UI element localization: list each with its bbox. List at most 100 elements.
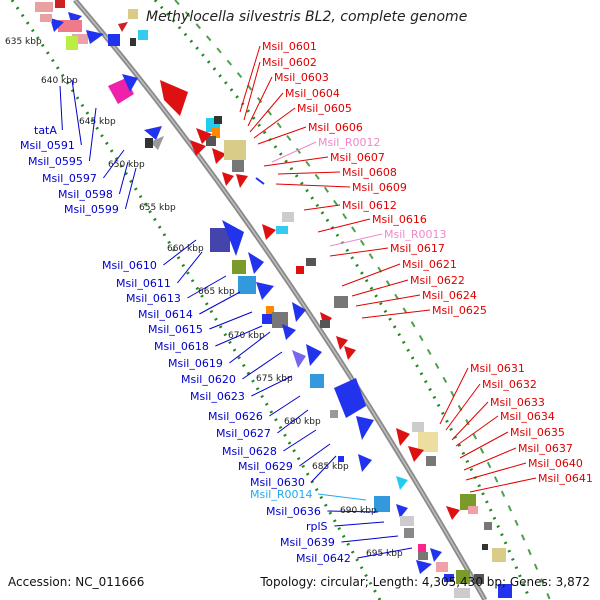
gene-label: Msil_0597 bbox=[42, 172, 97, 185]
gene-glyph bbox=[444, 574, 454, 582]
gene-label: Msil_0620 bbox=[181, 373, 236, 386]
gene-glyph bbox=[484, 522, 492, 530]
gene-glyph bbox=[212, 128, 220, 138]
gene-label: Msil_0609 bbox=[352, 181, 407, 194]
gene-glyph bbox=[282, 212, 294, 222]
gene-label: Msil_0599 bbox=[64, 203, 119, 216]
label-leader-line bbox=[124, 167, 137, 210]
gene-glyph bbox=[396, 428, 410, 446]
gene-label: Msil_0601 bbox=[262, 40, 317, 53]
gene-glyph bbox=[416, 560, 432, 574]
gene-label: Msil_0604 bbox=[285, 87, 340, 100]
label-leader-line bbox=[253, 107, 296, 139]
label-leader-line bbox=[187, 275, 227, 299]
label-leader-line bbox=[269, 395, 301, 417]
gene-glyph bbox=[190, 140, 206, 156]
outer-dashed-guide bbox=[174, 0, 551, 600]
gene-glyph bbox=[222, 220, 244, 256]
gene-label: Msil_R0012 bbox=[318, 136, 380, 149]
gene-glyph bbox=[276, 226, 288, 234]
label-leader-line bbox=[163, 239, 197, 266]
label-leader-line bbox=[283, 429, 317, 452]
gene-glyph bbox=[266, 306, 274, 314]
label-leader-line bbox=[257, 126, 307, 145]
label-leader-line bbox=[102, 149, 125, 179]
gene-glyph bbox=[336, 336, 348, 350]
label-leader-line bbox=[439, 367, 469, 425]
gene-label: Msil_0617 bbox=[390, 242, 445, 255]
gene-glyph bbox=[35, 2, 53, 12]
gene-glyph bbox=[255, 177, 265, 185]
gene-label: Msil_0603 bbox=[274, 71, 329, 84]
gene-glyph bbox=[256, 282, 274, 300]
gene-label: Msil_0610 bbox=[102, 259, 157, 272]
gene-glyph bbox=[408, 446, 424, 462]
gene-label: Msil_0595 bbox=[28, 155, 83, 168]
gene-glyph bbox=[150, 136, 164, 150]
gene-label: Msil_0627 bbox=[216, 427, 271, 440]
gene-glyph bbox=[144, 126, 162, 140]
gene-glyph bbox=[138, 30, 148, 40]
gene-glyph bbox=[498, 584, 512, 598]
gene-glyph bbox=[128, 9, 138, 19]
gene-glyph bbox=[50, 18, 64, 32]
label-leaders bbox=[59, 45, 537, 559]
gene-label: Msil_0634 bbox=[500, 410, 555, 423]
label-leader-line bbox=[455, 415, 499, 447]
label-leader-line bbox=[317, 493, 367, 501]
label-leader-line bbox=[71, 79, 82, 146]
gene-glyph bbox=[334, 296, 348, 308]
gene-label: Msil_0632 bbox=[482, 378, 537, 391]
gene-glyph bbox=[130, 38, 136, 46]
kbp-tick-label: 655 kbp bbox=[139, 203, 176, 213]
gene-glyph bbox=[404, 528, 414, 538]
gene-label: Msil_0630 bbox=[250, 476, 305, 489]
label-leader-line bbox=[199, 291, 241, 315]
label-leader-line bbox=[327, 510, 379, 513]
label-leader-line bbox=[209, 311, 253, 330]
kbp-tick-label: 645 kbp bbox=[79, 117, 116, 127]
gene-label: Msil_0641 bbox=[538, 472, 593, 485]
gene-label: Msil_0640 bbox=[528, 457, 583, 470]
gene-glyph bbox=[40, 14, 52, 22]
gene-label: Msil_0625 bbox=[432, 304, 487, 317]
gene-glyphs bbox=[35, 0, 512, 598]
gene-glyph bbox=[426, 456, 436, 466]
label-leader-line bbox=[459, 431, 509, 459]
gene-glyph bbox=[356, 416, 374, 440]
label-leader-line bbox=[445, 383, 481, 431]
gene-glyph bbox=[196, 128, 212, 144]
gene-glyph bbox=[72, 34, 88, 44]
gene-glyph bbox=[446, 506, 460, 520]
gene-glyph bbox=[474, 574, 484, 584]
gene-glyph bbox=[374, 496, 390, 512]
gene-glyph bbox=[66, 36, 78, 50]
gene-glyph bbox=[86, 30, 104, 44]
gene-glyph bbox=[306, 258, 316, 266]
gene-label: Msil_0611 bbox=[116, 277, 171, 290]
gene-label: Msil_0637 bbox=[518, 442, 573, 455]
gene-glyph bbox=[456, 570, 470, 584]
gene-label: Msil_0614 bbox=[138, 308, 193, 321]
label-leader-line bbox=[263, 156, 329, 167]
gene-label: Msil_0598 bbox=[58, 188, 113, 201]
kbp-tick-label: 670 kbp bbox=[228, 331, 265, 341]
gene-glyph bbox=[232, 160, 244, 172]
label-leader-line bbox=[239, 45, 261, 113]
gene-glyph bbox=[262, 314, 272, 324]
label-leader-line bbox=[334, 521, 385, 527]
topology-text: Topology: circular; Length: 4,305,430 bp… bbox=[260, 575, 590, 589]
label-leader-line bbox=[341, 535, 399, 543]
gene-label: Msil_R0014 bbox=[250, 488, 312, 501]
label-leader-line bbox=[247, 76, 273, 127]
gene-glyph bbox=[330, 410, 338, 418]
gene-glyph bbox=[418, 432, 438, 452]
gene-glyph bbox=[206, 136, 216, 146]
gene-glyph bbox=[210, 228, 230, 252]
gene-glyph bbox=[55, 0, 65, 8]
gene-label: Msil_0615 bbox=[148, 323, 203, 336]
gene-glyph bbox=[122, 74, 138, 92]
gene-label: Msil_0613 bbox=[126, 292, 181, 305]
label-leader-line bbox=[463, 447, 517, 471]
